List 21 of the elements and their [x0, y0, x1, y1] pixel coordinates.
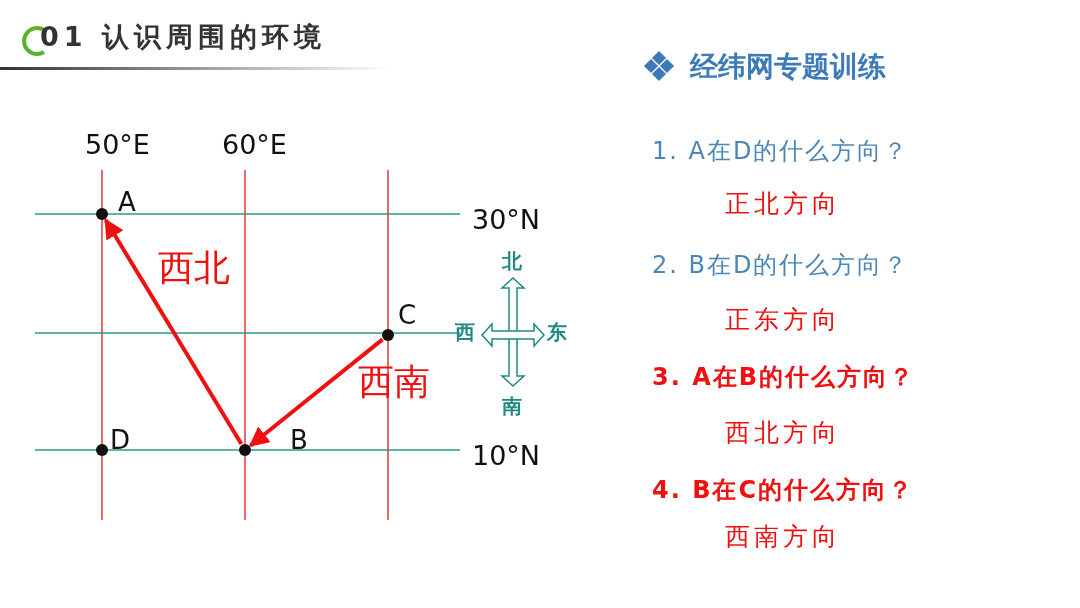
answer-text: 西南方向 [725, 523, 841, 551]
question-text: 3. A在B的什么方向？ [652, 364, 916, 391]
question-text: 4. B在C的什么方向？ [652, 477, 915, 504]
arrow [103, 218, 244, 446]
question-text: 2. B在D的什么方向？ [652, 252, 910, 279]
direction-label: 北 [502, 250, 522, 272]
coordinate-label: 10°N [472, 441, 541, 471]
coordinate-label: 60°E [222, 130, 287, 160]
arrow [248, 337, 384, 448]
edge-label: 西北 [158, 248, 230, 288]
answer-text: 西北方向 [725, 419, 841, 447]
section-heading: 经纬网专题训练 [690, 52, 886, 83]
direction-label: 南 [502, 395, 522, 417]
answer-text: 正北方向 [725, 190, 841, 218]
direction-label: 西 [455, 321, 475, 343]
coordinate-label: 30°N [472, 205, 541, 235]
slide-title: 01 认识周围的环境 [40, 22, 326, 52]
question-text: 1. A在D的什么方向？ [652, 138, 910, 165]
direction-label: 东 [547, 321, 567, 343]
coordinate-label: 50°E [85, 130, 150, 160]
answer-text: 正东方向 [725, 306, 841, 334]
